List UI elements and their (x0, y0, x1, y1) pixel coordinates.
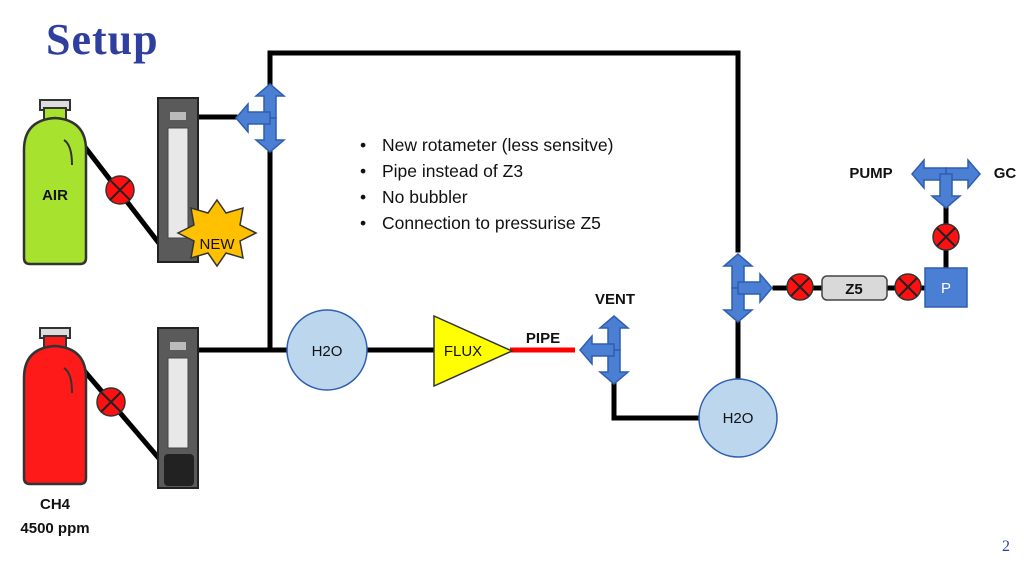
new-badge-star (176, 198, 258, 268)
pump-box-label: P (941, 280, 951, 297)
page-number: 2 (1002, 538, 1010, 555)
pipe-vent-to-h2o (611, 382, 702, 421)
bullet-item: No bubbler (358, 184, 613, 210)
new-badge-label: NEW (200, 236, 236, 253)
bullet-list: New rotameter (less sensitve) Pipe inste… (358, 132, 613, 236)
valve-ch4 (96, 387, 126, 417)
tee-vent-arrows (579, 315, 629, 385)
bullet-item: Connection to pressurise Z5 (358, 210, 613, 236)
tee-right-arrows (723, 253, 773, 323)
tee-top-left-arrows (235, 83, 285, 153)
bullet-item: New rotameter (less sensitve) (358, 132, 613, 158)
pump-box (924, 267, 968, 308)
air-label: AIR (42, 187, 68, 204)
ch4-label: CH4 (40, 496, 71, 513)
flux-triangle (433, 314, 514, 388)
tee-gc-arrows (911, 159, 981, 209)
air-cylinder (22, 99, 88, 266)
valve-before-z5 (786, 273, 814, 301)
gc-label: GC (994, 165, 1017, 182)
h2o-right-label: H2O (723, 410, 754, 427)
valve-gc (932, 223, 960, 251)
h2o-left-vessel (286, 309, 368, 391)
slide-title: Setup (46, 15, 159, 64)
ch4-cylinder (22, 327, 88, 486)
pipe-label: PIPE (526, 330, 560, 347)
h2o-left-label: H2O (312, 343, 343, 360)
z5-box (821, 275, 888, 301)
h2o-right-vessel (698, 378, 778, 458)
valve-air (105, 175, 135, 205)
flux-label: FLUX (444, 343, 482, 360)
ch4-rotameter (157, 327, 199, 489)
vent-label: VENT (595, 291, 635, 308)
pump-label: PUMP (849, 165, 892, 182)
valve-after-z5 (894, 273, 922, 301)
ch4-concentration: 4500 ppm (20, 520, 89, 537)
bullet-item: Pipe instead of Z3 (358, 158, 613, 184)
z5-label: Z5 (845, 281, 863, 298)
